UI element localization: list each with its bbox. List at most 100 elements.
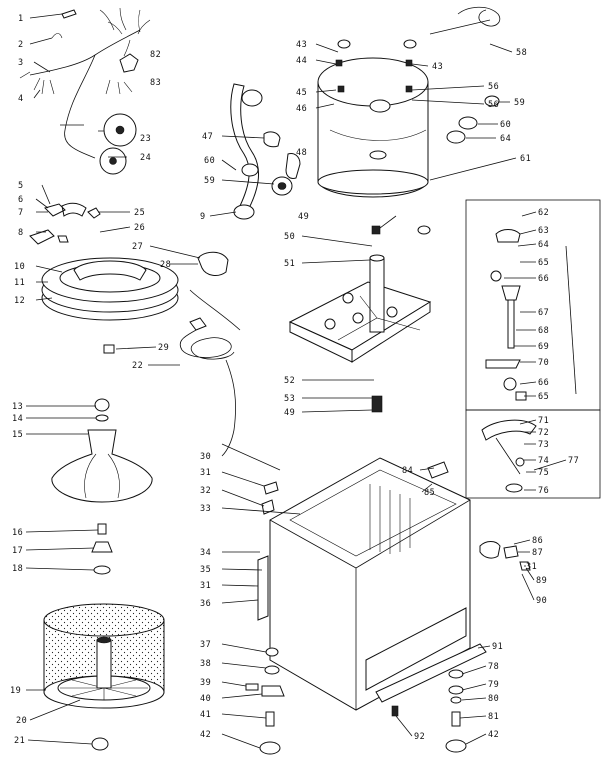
callout-59: 59 [514, 98, 525, 108]
callout-27: 27 [132, 242, 143, 252]
agitator-vanes [84, 453, 120, 499]
callout-34: 34 [200, 548, 211, 558]
callout-67: 67 [538, 308, 549, 318]
plate-hole-3 [386, 306, 398, 318]
seal-59-center [277, 182, 287, 190]
callout-41: 41 [200, 710, 211, 720]
callout-49: 49 [298, 212, 309, 222]
shaft-top [96, 636, 112, 644]
bracket-67 [501, 285, 521, 301]
rod-68 [507, 299, 515, 349]
side-bracket-36 [257, 555, 269, 621]
callout-12: 12 [14, 296, 25, 306]
callout-85: 85 [424, 488, 435, 498]
grommet-43 [337, 39, 351, 49]
foot-78 [448, 669, 464, 679]
outer-tub [317, 6, 501, 198]
callout-60: 60 [500, 120, 511, 130]
callout-90: 90 [536, 596, 547, 606]
callout-77: 77 [568, 456, 579, 466]
washer-74 [515, 457, 525, 467]
tub-seam [329, 129, 427, 141]
callout-38: 38 [200, 659, 211, 669]
callout-24: 24 [140, 153, 151, 163]
callout-31c: 31 [526, 562, 537, 572]
coupling-53 [371, 395, 383, 413]
agitator-bolt-16 [97, 523, 107, 535]
washer-59 [484, 95, 500, 107]
harness-clip-part [51, 33, 63, 39]
drive-block-17 [91, 541, 113, 553]
callout-64: 64 [538, 240, 549, 250]
callout-61: 61 [520, 154, 531, 164]
callout-78: 78 [488, 662, 499, 672]
callout-5: 5 [18, 181, 24, 191]
washer-49b [417, 225, 431, 235]
callout-25: 25 [134, 208, 145, 218]
basket-rim [43, 603, 165, 637]
callout-20: 20 [16, 716, 27, 726]
plate-edges [289, 301, 431, 363]
callout-60b: 60 [204, 156, 215, 166]
agitator-washer-14 [95, 414, 109, 422]
spin-basket [43, 603, 165, 751]
hose-end-bottom [233, 204, 255, 220]
callout-1: 1 [18, 14, 24, 24]
drain-hose [230, 83, 301, 220]
callout-81: 81 [488, 712, 499, 722]
callout-43b: 43 [432, 62, 443, 72]
callout-73: 73 [538, 440, 549, 450]
agitator-cap-13 [94, 398, 110, 412]
foot-79 [448, 685, 464, 695]
actuator-rod [565, 245, 577, 395]
harness-small-wires [19, 71, 133, 95]
seal-18 [93, 565, 111, 575]
agitator-body-15 [51, 429, 153, 503]
callout-23: 23 [140, 134, 151, 144]
callout-68: 68 [538, 326, 549, 336]
elbow-48 [285, 153, 301, 179]
callout-72: 72 [538, 428, 549, 438]
callout-11: 11 [14, 278, 25, 288]
callout-75: 75 [538, 468, 549, 478]
plate-arms-52 [337, 295, 421, 341]
callout-71: 71 [538, 416, 549, 426]
foot-37 [265, 647, 279, 657]
snubber-87 [503, 545, 519, 559]
callout-leaders [25, 13, 567, 749]
plate-hole-1 [324, 318, 336, 330]
latch-84 [427, 461, 449, 479]
clip-32 [261, 499, 275, 515]
callout-69: 69 [538, 342, 549, 352]
callout-33: 33 [200, 504, 211, 514]
inset-frame-lower [465, 409, 601, 499]
tub-drain-hub [369, 150, 387, 160]
foot-42b [445, 739, 467, 753]
tub-bolt-55 [405, 85, 413, 93]
link-73 [495, 437, 521, 475]
callout-16: 16 [12, 528, 23, 538]
callout-46: 46 [296, 104, 307, 114]
harness-coil-2-center [109, 157, 117, 165]
callout-51: 51 [284, 259, 295, 269]
callout-89: 89 [536, 576, 547, 586]
callout-35: 35 [200, 565, 211, 575]
nut-76 [505, 483, 523, 493]
transmission-plate [288, 225, 432, 413]
wiring-harness [19, 7, 151, 175]
tub-bolt-45 [337, 85, 345, 93]
callout-10: 10 [14, 262, 25, 272]
callout-6: 6 [18, 195, 24, 205]
callout-48: 48 [296, 148, 307, 158]
callout-87: 87 [532, 548, 543, 558]
callout-31: 31 [200, 468, 211, 478]
washer-66 [490, 270, 502, 282]
cord-tail [221, 359, 236, 457]
callout-21: 21 [14, 736, 25, 746]
snubber-86 [479, 541, 501, 559]
callout-9: 9 [200, 212, 206, 222]
callout-56: 56 [488, 82, 499, 92]
callout-17: 17 [12, 546, 23, 556]
tub-ring-lip [73, 260, 147, 281]
